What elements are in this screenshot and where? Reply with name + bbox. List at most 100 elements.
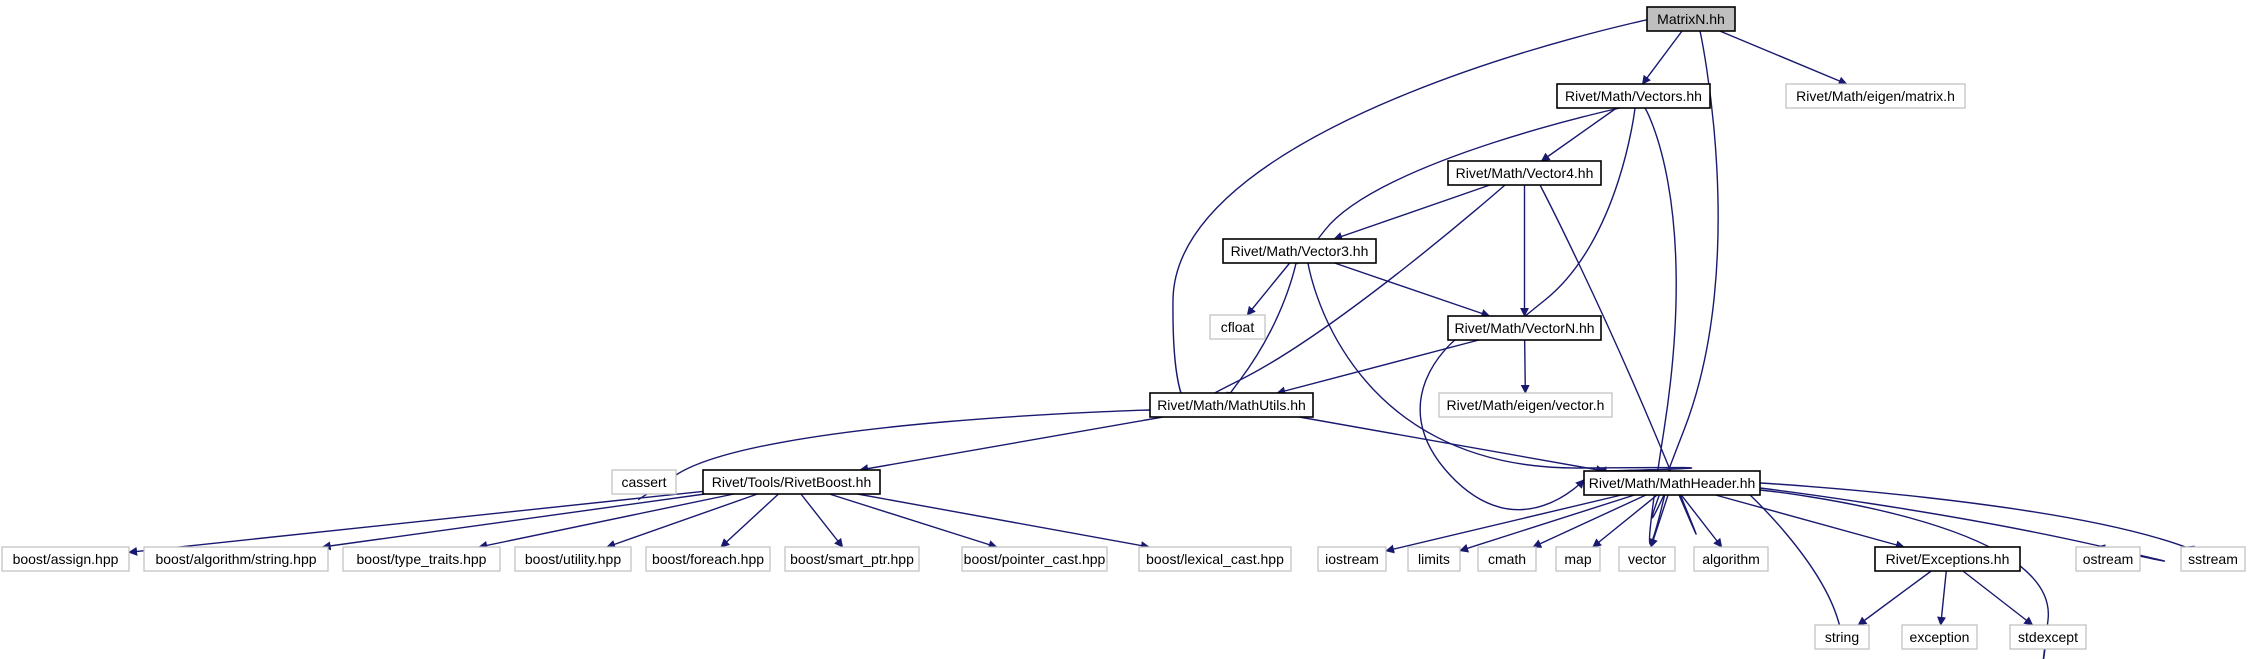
node-box-boost_traits [342, 546, 501, 572]
node-box-boost_smart [784, 546, 920, 572]
node-label-cmath: cmath [1488, 551, 1526, 567]
node-label-stdexcept: stdexcept [2018, 629, 2078, 645]
node-string: string [1814, 624, 1870, 650]
edge-vector4-to-mathheader [1539, 184, 1697, 535]
node-label-eigen_vector: Rivet/Math/eigen/vector.h [1447, 397, 1605, 413]
node-label-matrixn: MatrixN.hh [1657, 11, 1725, 27]
edge-matrixn-to-mathheader [1651, 30, 1719, 519]
node-box-cfloat [1209, 314, 1266, 340]
node-label-vector4: Rivet/Math/Vector4.hh [1456, 165, 1594, 181]
edge-vectorn-to-mathutils [1276, 339, 1480, 396]
node-box-map [1555, 546, 1601, 572]
edge-vector3-to-cfloat [1246, 262, 1291, 316]
node-cassert: cassert [611, 469, 677, 495]
node-box-mathheader [1583, 470, 1761, 496]
node-box-boost_assign [1, 546, 130, 572]
node-label-boost_utility: boost/utility.hpp [525, 551, 621, 567]
edge-mathheader-to-limits [1459, 494, 1635, 553]
edge-vector3-to-vectorn [1334, 262, 1491, 318]
edge-mathutils-to-mathheader [1299, 416, 1606, 475]
node-box-vector3 [1222, 238, 1377, 264]
node-cfloat: cfloat [1209, 314, 1266, 340]
edge-vector4-to-mathutils [1193, 184, 1506, 407]
node-box-algorithm [1693, 546, 1769, 572]
node-box-rivetboost [702, 469, 881, 495]
node-box-string [1814, 624, 1870, 650]
node-exceptions[interactable]: Rivet/Exceptions.hh [1874, 546, 2021, 572]
node-boost_algo: boost/algorithm/string.hpp [143, 546, 329, 572]
node-matrixn[interactable]: MatrixN.hh [1646, 6, 1736, 32]
node-label-vectors: Rivet/Math/Vectors.hh [1565, 88, 1702, 104]
node-boost_utility: boost/utility.hpp [514, 546, 632, 572]
node-box-iostream [1317, 546, 1387, 572]
node-map: map [1555, 546, 1601, 572]
edge-matrixn-to-vectors [1641, 30, 1683, 85]
node-box-boost_utility [514, 546, 632, 572]
node-limits: limits [1407, 546, 1461, 572]
node-label-eigen_matrix: Rivet/Math/eigen/matrix.h [1796, 88, 1955, 104]
edge-mathheader-to-stdexcept [1759, 489, 2052, 659]
node-label-boost_lexical: boost/lexical_cast.hpp [1146, 551, 1284, 567]
edge-mathheader-to-exceptions [1715, 494, 1905, 550]
edge-vectorn-to-eigen_vector [1520, 339, 1530, 394]
node-eigen_vector: Rivet/Math/eigen/vector.h [1438, 392, 1613, 418]
edge-mathheader-to-iostream [1385, 494, 1622, 554]
node-label-vector3: Rivet/Math/Vector3.hh [1231, 243, 1369, 259]
node-exception: exception [1901, 624, 1978, 650]
node-algorithm: algorithm [1693, 546, 1769, 572]
node-label-vector: vector [1628, 551, 1666, 567]
node-eigen_matrix: Rivet/Math/eigen/matrix.h [1785, 83, 1966, 109]
node-vectorn[interactable]: Rivet/Math/VectorN.hh [1447, 315, 1602, 341]
node-vector4[interactable]: Rivet/Math/Vector4.hh [1447, 160, 1602, 186]
node-box-vectors [1556, 83, 1711, 109]
node-label-cassert: cassert [621, 474, 666, 490]
node-box-vector [1618, 546, 1676, 572]
node-box-exceptions [1874, 546, 2021, 572]
node-boost_traits: boost/type_traits.hpp [342, 546, 501, 572]
node-label-rivetboost: Rivet/Tools/RivetBoost.hh [712, 474, 872, 490]
node-label-exceptions: Rivet/Exceptions.hh [1886, 551, 2010, 567]
node-label-mathutils: Rivet/Math/MathUtils.hh [1157, 397, 1306, 413]
node-box-boost_pointer [961, 546, 1108, 572]
edge-mathheader-to-vector [1649, 494, 1669, 548]
node-vectors[interactable]: Rivet/Math/Vectors.hh [1556, 83, 1711, 109]
node-vector: vector [1618, 546, 1676, 572]
edge-rivetboost-to-boost_pointer [829, 493, 998, 549]
edge-mathheader-to-cmath [1532, 494, 1647, 548]
node-cmath: cmath [1477, 546, 1537, 572]
node-label-sstream: sstream [2188, 551, 2238, 567]
edge-vectors-to-mathheader [1644, 107, 1677, 545]
edge-rivetboost-to-boost_lexical [857, 493, 1150, 550]
edge-vector3-to-mathheader [1307, 262, 1693, 476]
node-vector3[interactable]: Rivet/Math/Vector3.hh [1222, 238, 1377, 264]
edge-rivetboost-to-boost_foreach [720, 493, 779, 548]
node-label-boost_smart: boost/smart_ptr.hpp [790, 551, 914, 567]
edge-vector4-to-vector3 [1333, 184, 1491, 241]
node-boost_foreach: boost/foreach.hpp [645, 546, 771, 572]
node-label-boost_traits: boost/type_traits.hpp [357, 551, 487, 567]
node-box-vectorn [1447, 315, 1602, 341]
node-box-matrixn [1646, 6, 1736, 32]
edge-rivetboost-to-boost_utility [606, 493, 758, 549]
node-label-boost_foreach: boost/foreach.hpp [652, 551, 764, 567]
node-stdexcept: stdexcept [2009, 624, 2087, 650]
node-label-algorithm: algorithm [1702, 551, 1760, 567]
node-mathheader[interactable]: Rivet/Math/MathHeader.hh [1583, 470, 1761, 496]
node-box-eigen_matrix [1785, 83, 1966, 109]
node-label-vectorn: Rivet/Math/VectorN.hh [1454, 320, 1594, 336]
node-box-sstream [2180, 546, 2246, 572]
node-box-boost_lexical [1138, 546, 1292, 572]
node-mathutils[interactable]: Rivet/Math/MathUtils.hh [1149, 392, 1314, 418]
node-box-boost_foreach [645, 546, 771, 572]
node-label-cfloat: cfloat [1221, 319, 1255, 335]
node-boost_pointer: boost/pointer_cast.hpp [961, 546, 1108, 572]
edge-matrixn-to-eigen_matrix [1719, 30, 1848, 86]
node-rivetboost[interactable]: Rivet/Tools/RivetBoost.hh [702, 469, 881, 495]
edge-rivetboost-to-boost_traits [478, 493, 734, 550]
edge-rivetboost-to-boost_smart [800, 493, 844, 548]
node-boost_lexical: boost/lexical_cast.hpp [1138, 546, 1292, 572]
node-box-cassert [611, 469, 677, 495]
node-boost_assign: boost/assign.hpp [1, 546, 130, 572]
node-label-ostream: ostream [2083, 551, 2134, 567]
